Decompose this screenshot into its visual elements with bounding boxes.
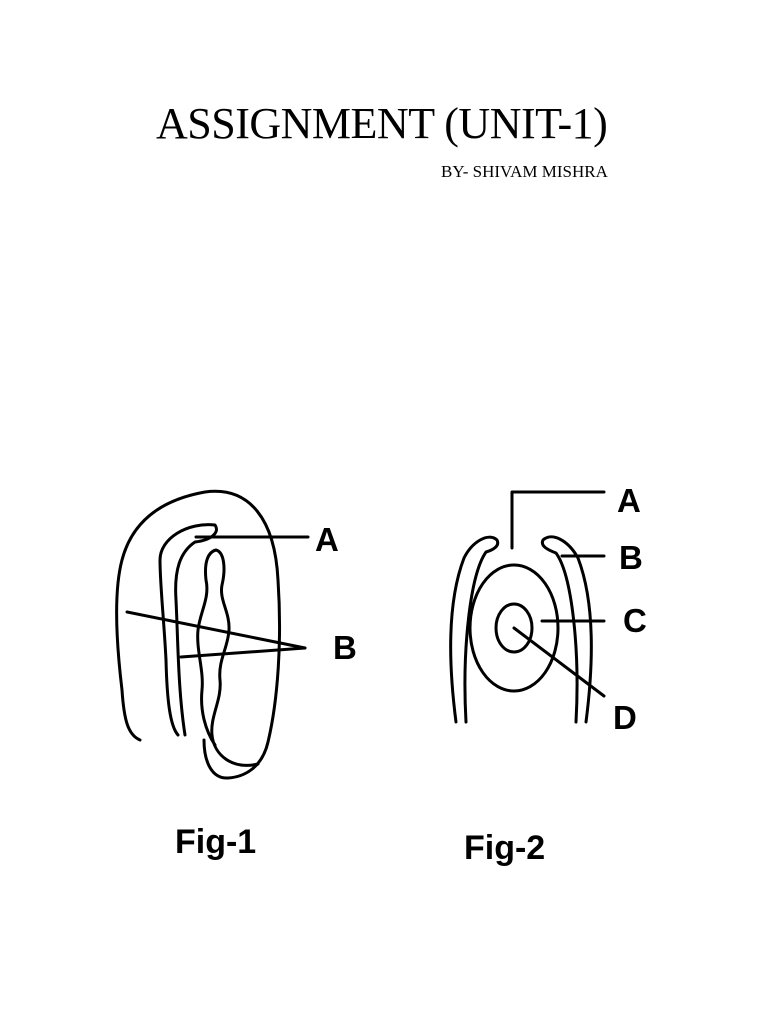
fig2-right-sheath xyxy=(540,535,593,724)
fig1-embryo-axis xyxy=(196,548,260,767)
figure-1: A B Fig-1 xyxy=(115,489,357,861)
fig1-outer-outline xyxy=(115,489,282,780)
figure-2: A B C D Fig-2 xyxy=(449,482,647,867)
fig2-pointer-a xyxy=(510,490,606,550)
page-title: ASSIGNMENT (UNIT-1) xyxy=(156,99,608,148)
fig1-label-a: A xyxy=(315,521,339,558)
fig2-pointer-d xyxy=(512,626,606,698)
fig2-inner-ring xyxy=(494,602,534,654)
fig1-inner-loop xyxy=(158,523,218,737)
fig2-label-d: D xyxy=(613,699,637,736)
author-line: BY- SHIVAM MISHRA xyxy=(441,162,608,181)
fig2-caption: Fig-2 xyxy=(464,829,545,867)
fig1-label-b: B xyxy=(333,629,357,666)
fig2-label-a: A xyxy=(617,482,641,519)
fig2-label-b: B xyxy=(619,539,643,576)
fig2-label-c: C xyxy=(623,602,647,639)
fig1-pointer-b-upper xyxy=(125,610,307,650)
fig2-left-sheath xyxy=(449,535,500,724)
fig1-caption: Fig-1 xyxy=(175,823,256,861)
fig1-pointer-b-lower xyxy=(179,646,307,659)
fig2-outer-ring xyxy=(468,563,560,693)
